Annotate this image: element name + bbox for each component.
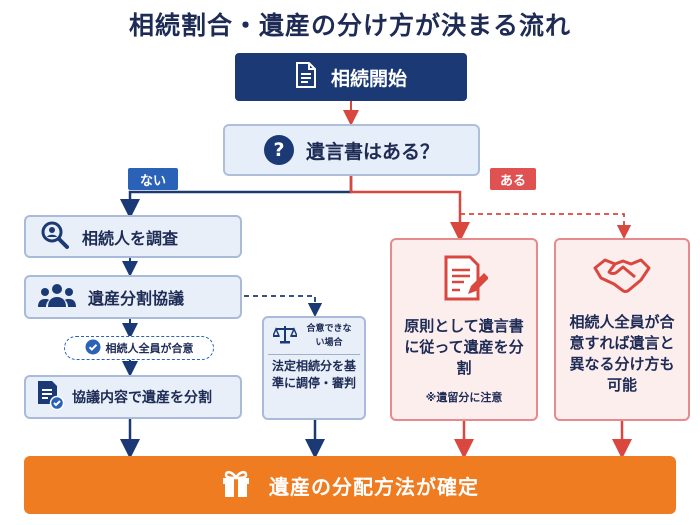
branch-yes-tag: ある xyxy=(490,168,536,190)
final-label: 遺産の分配方法が確定 xyxy=(269,474,479,499)
document-icon xyxy=(295,61,317,93)
handshake-icon xyxy=(593,254,651,302)
scales-icon xyxy=(271,324,299,349)
question-box: ? 遺言書はある？ xyxy=(223,124,480,176)
will-box: 原則として遺言書に従って遺産を分割 ※遺留分に注意 xyxy=(390,238,538,421)
document-pen-icon xyxy=(440,254,489,306)
investigate-label: 相続人を調査 xyxy=(82,228,179,248)
search-person-icon xyxy=(40,220,70,254)
page-title: 相続割合・遺産の分け方が決まる流れ xyxy=(128,11,571,40)
agree-badge: 相続人全員が合意 xyxy=(64,336,214,360)
legal-condition: 合意できない場合 xyxy=(306,324,352,348)
divide-box: 協議内容で遺産を分割 xyxy=(24,375,242,419)
negotiate-label: 遺産分割協議 xyxy=(88,289,185,308)
legal-divider xyxy=(268,354,360,355)
start-label: 相続開始 xyxy=(330,67,407,90)
will-note: ※遺留分に注意 xyxy=(425,391,503,404)
legal-body: 法定相続分を基準に調停・審判 xyxy=(272,359,357,390)
divide-label: 協議内容で遺産を分割 xyxy=(72,390,212,406)
final-box: 遺産の分配方法が確定 xyxy=(24,456,676,514)
will-body: 原則として遺言書に従って遺産を分割 xyxy=(404,317,524,377)
dashed-line-legal xyxy=(244,295,323,318)
legal-box: 合意できない場合 法定相続分を基準に調停・審判 xyxy=(262,316,366,420)
agree-label: 相続人全員が合意 xyxy=(105,342,194,355)
gift-icon xyxy=(221,468,251,503)
checklist-document-icon xyxy=(36,380,65,414)
investigate-box: 相続人を調査 xyxy=(24,215,242,258)
negotiate-box: 遺産分割協議 xyxy=(24,275,242,319)
question-icon: ? xyxy=(263,135,294,165)
branch-yes-line xyxy=(349,176,470,242)
dashed-line-consensus xyxy=(460,213,632,240)
people-group-icon xyxy=(38,282,76,312)
branch-no-tag: ない xyxy=(128,168,178,190)
start-box: 相続開始 xyxy=(235,53,467,101)
question-label: 遺言書はある？ xyxy=(305,140,439,163)
consensus-box: 相続人全員が合意すれば遺言と異なる分け方も可能 xyxy=(554,238,690,421)
check-circle-icon xyxy=(85,339,101,358)
consensus-body: 相続人全員が合意すれば遺言と異なる分け方も可能 xyxy=(569,313,675,394)
